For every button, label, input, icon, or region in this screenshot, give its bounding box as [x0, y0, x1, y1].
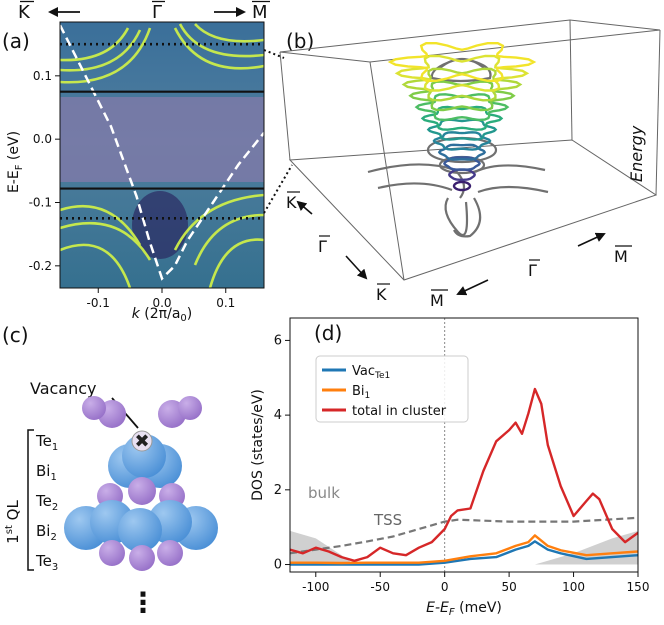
panel-d-frame: [289, 317, 639, 573]
bulk-annotation: bulk: [308, 484, 340, 502]
panel-b: (b) Energy K: [263, 19, 661, 310]
a-ytick-label: -0.2: [29, 259, 52, 273]
tss-annotation: TSS: [373, 511, 402, 529]
d-xtick-label: 100: [562, 580, 585, 594]
series-total-in-cluster: [290, 387, 638, 562]
d-ytick-label: 6: [274, 333, 282, 348]
more-layers-ellipsis: ⋮: [129, 586, 157, 619]
energy-contour-6: [420, 105, 504, 131]
d-xtick-label: 50: [501, 580, 516, 594]
d-xtick-label: -50: [370, 580, 390, 594]
energy-axis-label: Energy: [627, 125, 646, 182]
dirac-dispersion-line: [60, 24, 264, 281]
series-bi1: [290, 534, 638, 565]
bz-label-gamma2: Γ: [528, 261, 537, 280]
bz-label-k2: K: [376, 285, 387, 304]
d-xtick-label: 0: [441, 580, 449, 594]
layer-label-2: Te2: [35, 492, 58, 513]
a-xtick-label: -0.1: [87, 296, 110, 310]
panel-a-ticks: -0.1 0.0 0.1 -0.2 -0.1 0.0 0.1: [29, 69, 236, 310]
arrow-m-right: [577, 232, 606, 247]
panel-a-label: (a): [2, 29, 30, 53]
bz-label-k1: K: [286, 193, 297, 212]
energy-contour-7: [414, 93, 510, 122]
d-ytick-label: 2: [274, 483, 282, 498]
a-ytick-label: -0.1: [29, 196, 52, 210]
layer-label-4: Te3: [35, 552, 58, 573]
d-xtick-label: 150: [627, 580, 650, 594]
top-label-k: K: [18, 2, 31, 23]
arrow-k2: [345, 255, 368, 280]
ql-bracket: [27, 429, 34, 571]
panel-d-xlabel: E-EF (meV): [426, 600, 502, 618]
energy-contour-2: [443, 156, 481, 171]
layer-label-0: Te1: [35, 432, 58, 453]
energy-contour-3: [437, 143, 487, 161]
panel-d-ylabel: DOS (states/eV): [250, 389, 266, 501]
vacancy-cross-icon: ✖: [134, 431, 149, 452]
dos-series: [290, 387, 638, 566]
energy-contour-4: [432, 131, 492, 151]
top-label-gamma: Γ: [152, 2, 162, 23]
energy-contour-10: [394, 54, 530, 92]
legend-label-2: total in cluster: [352, 404, 447, 419]
panel-d-label: (d): [314, 321, 342, 345]
panel-a-xlabel: k (2π/a0): [132, 306, 193, 324]
gap-region: [60, 97, 264, 182]
vacancy-site: [131, 430, 153, 452]
layer-label-3: Bi2: [36, 522, 57, 543]
arrow-m-left: [456, 279, 489, 296]
dark-valley: [132, 191, 188, 259]
series-tss: [290, 516, 638, 555]
top-label-m: M: [252, 2, 268, 23]
constant-energy-contours: [387, 42, 537, 192]
layer-label-1: Bi1: [36, 462, 57, 483]
energy-contour-9: [401, 67, 523, 102]
panel-c: (c) Vacancy ✖ 1st QL: [2, 323, 218, 619]
ql-label: 1st QL: [4, 500, 22, 544]
arpes-bands: [60, 23, 264, 288]
connector-top: [263, 49, 285, 59]
bz-label-m-left: M: [430, 291, 444, 310]
energy-cut-lines: [60, 42, 264, 220]
a-ytick-label: 0.0: [33, 132, 52, 146]
energy-contour-0: [452, 180, 472, 192]
bz-label-m-right: M: [614, 247, 628, 266]
connector-bottom: [263, 164, 293, 214]
d-ytick-label: 4: [274, 408, 282, 423]
atom-stack: ✖: [64, 396, 218, 571]
arrow-k1: [296, 200, 313, 215]
energy-contour-5: [426, 118, 498, 141]
a-xtick-label: 0.0: [152, 296, 171, 310]
panel-d-ticks: -100 -50 0 50 100 150 0 2 4 6: [274, 333, 650, 594]
panel-c-label: (c): [2, 323, 29, 347]
panel-a-ylabel: E-EF (eV): [6, 131, 25, 193]
d-xtick-label: -100: [302, 580, 329, 594]
a-xtick-label: 0.1: [216, 296, 235, 310]
bulk-fill-0: [290, 530, 355, 565]
legend-label-0: VacTe1: [352, 364, 390, 381]
vacancy-label: Vacancy: [30, 379, 97, 398]
energy-contour-11: [387, 42, 537, 82]
d-ytick-label: 0: [274, 558, 282, 573]
series-vacte1: [290, 540, 638, 566]
a-ytick-label: 0.1: [33, 69, 52, 83]
bz-label-gamma1: Γ: [318, 237, 327, 256]
legend-label-1: Bi1: [352, 384, 370, 401]
